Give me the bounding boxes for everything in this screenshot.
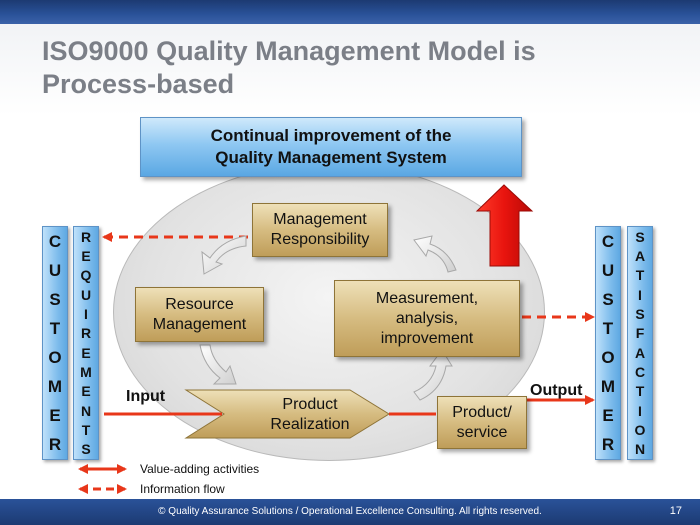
column-letter: I: [638, 286, 642, 303]
column-letter: C: [634, 363, 646, 380]
column-letter: S: [635, 228, 645, 245]
banner-line-2: Quality Management System: [215, 148, 447, 167]
column-letter: S: [602, 290, 614, 309]
column-letter: T: [81, 421, 91, 438]
resource-line-2: Management: [152, 315, 247, 333]
management-responsibility-box: Management Responsibility: [252, 203, 388, 257]
cycle-arrow-measurement-to-mgmt: [413, 235, 457, 273]
column-letter: S: [49, 290, 61, 309]
legend-value-adding: Value-adding activities: [140, 462, 260, 476]
top-band: [0, 0, 700, 24]
footer-bar: © Quality Assurance Solutions / Operatio…: [0, 499, 700, 525]
cycle-arrow-resource-to-realization: [199, 344, 237, 385]
column-letter: T: [49, 319, 61, 338]
banner-line-1: Continual improvement of the: [210, 126, 452, 145]
measurement-line-2: analysis,: [395, 309, 459, 327]
legend-information-flow: Information flow: [140, 482, 225, 496]
column-letter: C: [48, 232, 62, 251]
column-letter: S: [635, 305, 645, 322]
footer-copyright: © Quality Assurance Solutions / Operatio…: [158, 506, 542, 517]
realization-line-2: Realization: [270, 416, 350, 433]
cycle-arrow-realization-to-measurement: [413, 349, 453, 401]
column-letter: E: [49, 406, 61, 425]
title-line-1: ISO9000 Quality Management Model is: [42, 36, 536, 66]
improvement-up-arrow: [475, 184, 534, 267]
column-letter: N: [634, 441, 646, 458]
column-letter: O: [48, 348, 62, 367]
column-letter: R: [48, 435, 62, 454]
product-service-line-2: service: [456, 423, 508, 441]
column-letter: T: [635, 267, 645, 284]
column-letter: I: [638, 402, 642, 419]
column-letter: F: [635, 325, 645, 342]
column-letter: A: [634, 247, 646, 264]
column-letter: S: [81, 441, 91, 458]
column-letter: C: [601, 232, 615, 251]
input-label: Input: [126, 388, 166, 405]
measurement-line-1: Measurement,: [375, 289, 479, 307]
column-letter: M: [600, 377, 616, 396]
column-letter: I: [84, 305, 88, 322]
column-letter: E: [81, 344, 91, 361]
slide-title: ISO9000 Quality Management Model is Proc…: [42, 35, 662, 101]
product-realization-label: Product Realization: [240, 394, 380, 436]
column-letter: E: [602, 406, 614, 425]
resource-line-1: Resource: [165, 295, 234, 313]
column-letter: U: [601, 261, 615, 280]
column-letter: R: [80, 228, 92, 245]
management-line-2: Responsibility: [270, 231, 370, 248]
product-service-box: Product/ service: [437, 396, 527, 449]
resource-management-box: Resource Management: [135, 287, 264, 342]
column-letter: M: [47, 377, 63, 396]
column-letter: A: [634, 344, 646, 361]
column-letter: O: [601, 348, 615, 367]
page-number: 17: [669, 505, 682, 517]
column-letter: M: [80, 363, 92, 380]
column-letter: R: [601, 435, 615, 454]
column-letter: Q: [80, 267, 92, 284]
management-line-1: Management: [273, 211, 367, 228]
realization-line-1: Product: [282, 396, 338, 413]
column-letter: E: [81, 247, 91, 264]
measurement-line-3: improvement: [380, 329, 474, 347]
column-letter: O: [634, 421, 646, 438]
measurement-analysis-box: Measurement, analysis, improvement: [334, 280, 520, 357]
column-letter: N: [80, 402, 92, 419]
title-line-2: Process-based: [42, 69, 235, 99]
column-letter: T: [635, 383, 645, 400]
column-letter: T: [602, 319, 614, 338]
column-letter: U: [48, 261, 62, 280]
column-letter: U: [80, 286, 92, 303]
cycle-arrows: [199, 235, 457, 401]
continual-improvement-banner: Continual improvement of the Quality Man…: [140, 117, 522, 177]
output-label: Output: [530, 382, 583, 399]
product-realization-chevron: [184, 389, 390, 439]
column-letter: E: [81, 383, 91, 400]
product-service-line-1: Product/: [452, 403, 512, 421]
column-letter: R: [80, 325, 92, 342]
cycle-arrow-mgmt-to-resource: [201, 235, 247, 275]
